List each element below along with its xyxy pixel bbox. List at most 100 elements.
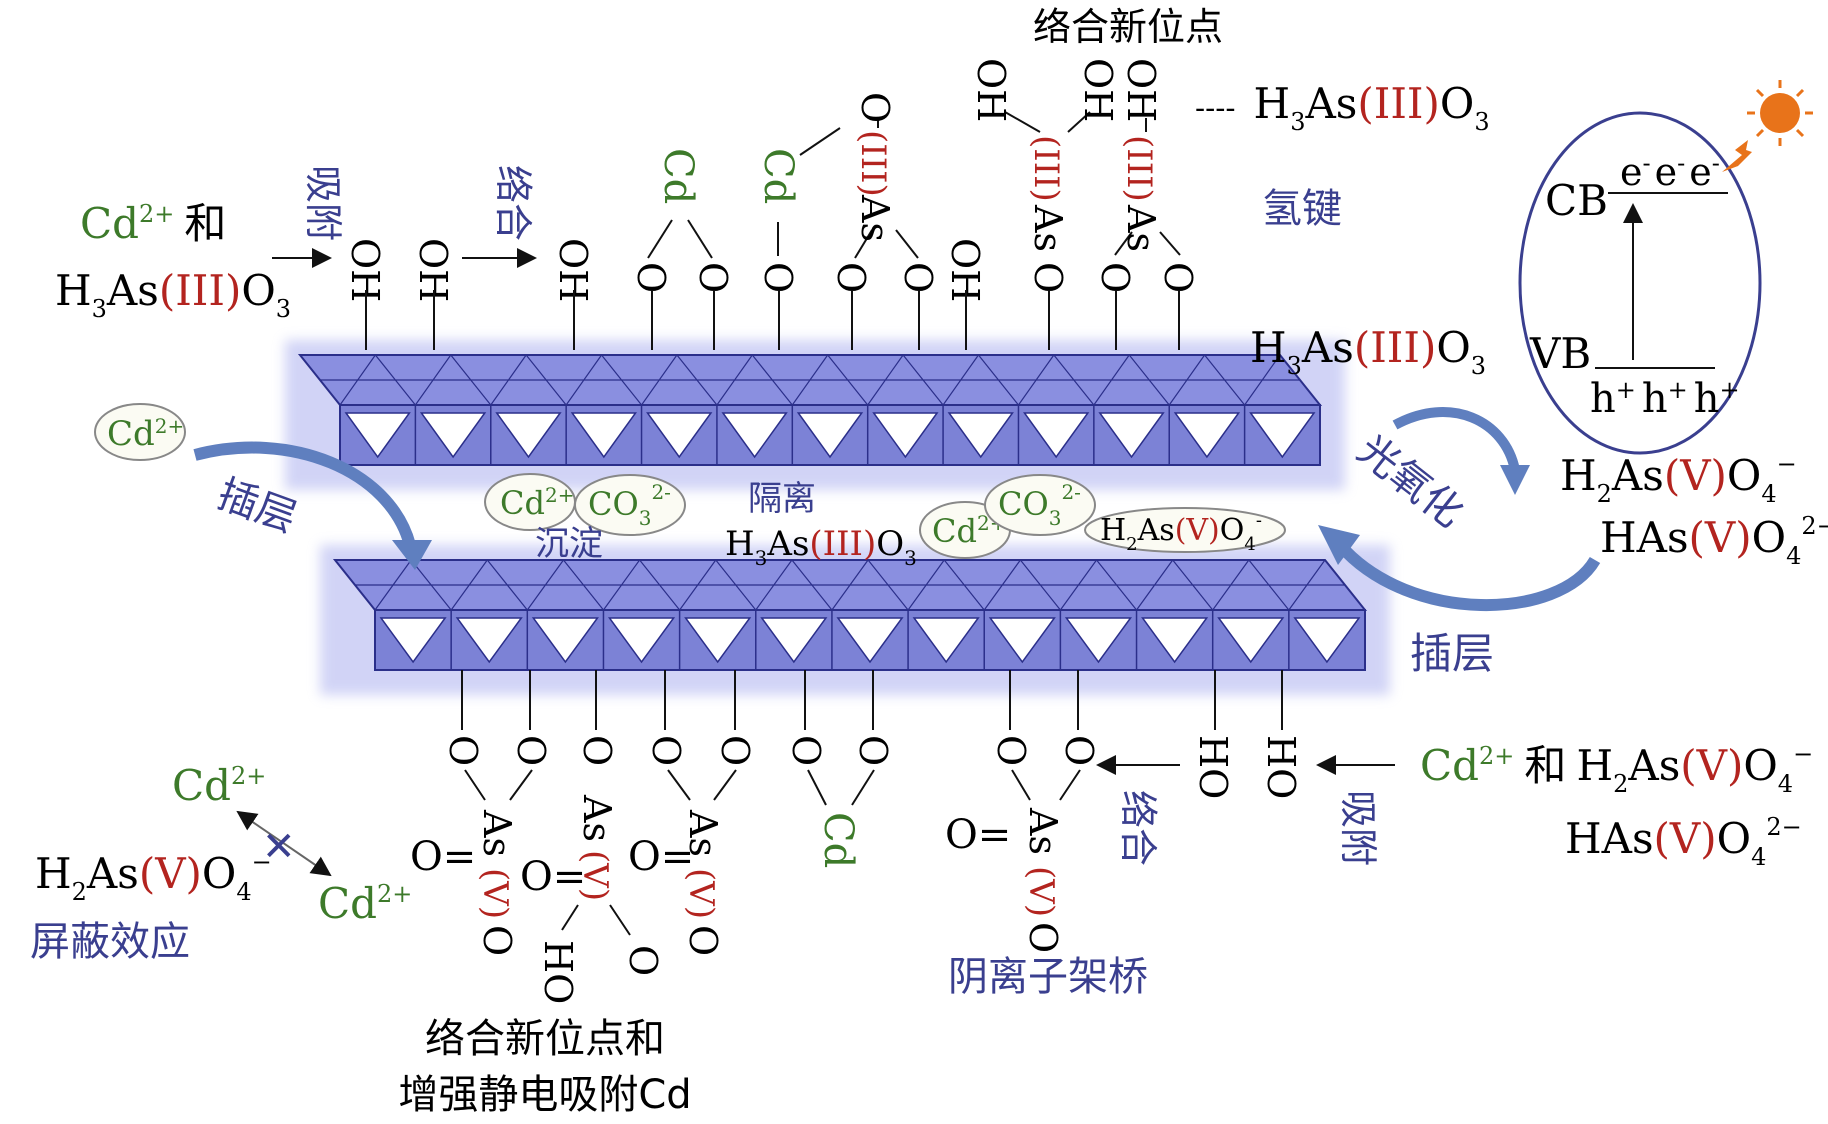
h2aso4-formula-right: H2As(V)O4− [1560, 450, 1797, 508]
octahedron-mark [344, 412, 411, 459]
shield-cd-bottom: Cd2+ [318, 879, 412, 928]
interlayer-species: Cd2+ CO32- 沉淀 隔离 H3As(III)O3 Cd2+ CO32- … [484, 473, 1286, 570]
octahedron-mark [1141, 617, 1209, 664]
octahedron-mark [570, 412, 638, 459]
octahedron-mark [1173, 412, 1241, 459]
octahedron-mark [1098, 412, 1165, 459]
octahedron-mark [1022, 412, 1090, 459]
as-v-atom: As [575, 794, 619, 842]
cd-ion-bubble [94, 403, 186, 461]
octahedron-mark [1249, 412, 1316, 459]
haso4-formula-right: HAs(V)O42− [1600, 512, 1828, 570]
cd-atom: Cd [655, 148, 701, 204]
bond-line [1067, 111, 1091, 133]
o-atom: O [621, 945, 665, 976]
curved-arrow-icon [1335, 541, 1601, 612]
bond-line [1011, 769, 1031, 801]
bond-line [851, 769, 875, 806]
octahedron-mark [721, 412, 788, 459]
bond-line [713, 769, 737, 801]
o-atom: O [1156, 262, 1200, 293]
o-atom: O [896, 262, 940, 293]
as-iii-atom: As [1026, 204, 1070, 252]
bond-line [464, 769, 486, 801]
o-atom: O [629, 262, 673, 293]
oh-group: OH [969, 58, 1013, 122]
ldh-layer-top [285, 340, 1345, 490]
o-atom: O [509, 735, 553, 766]
ldh-layer-bottom [320, 545, 1390, 695]
bond-stems-bottom [461, 670, 1283, 730]
top-right-h3aso3-formula: ----H3As(III)O3 [1195, 79, 1490, 136]
o-atom: O [1026, 262, 1070, 293]
as-oxidation-v: (V) [575, 850, 615, 901]
hydrogen-bond-label: 氢键 [1262, 186, 1342, 232]
ho-group: HO [1259, 735, 1303, 799]
holes: h+h+h+ [1590, 376, 1740, 422]
photo-oxidation-label: 光氧化 [1349, 427, 1472, 537]
left-top-h3aso3-formula: H3As(III)O3 [55, 266, 291, 323]
sun-icon [1722, 80, 1813, 172]
octahedron-mark [988, 617, 1056, 664]
as-double-o: O= [628, 834, 694, 880]
bottom-caption-line1: 络合新位点和 [425, 1016, 665, 1062]
octahedron-mark [684, 617, 752, 664]
o-atom: O [853, 92, 897, 123]
octahedron-mark [607, 617, 676, 664]
interlayer-carbonate: CO32- [588, 480, 671, 530]
band-structure: CB e-e-e- VB h+h+h+ [1518, 80, 1813, 455]
vb-label: VB [1529, 329, 1591, 378]
curved-arrow-icon [1318, 525, 1360, 565]
o-atom: O [681, 925, 725, 956]
octahedron-mark [796, 412, 864, 459]
bond-line [807, 769, 827, 806]
left-cd-ion: Cd2+ [107, 414, 184, 454]
o-atom: O [1021, 922, 1065, 953]
as-double-o: O= [410, 834, 476, 880]
bond-line [1159, 231, 1181, 256]
bond-stems-top [365, 290, 1180, 350]
octahedron-mark [760, 617, 828, 664]
bottom-surface-groups: O O O= As (V) O O As (V) O= HO O O O O= … [410, 670, 1303, 1004]
o-atom: O [829, 262, 873, 293]
o-atom: O [691, 262, 735, 293]
bond-line [1004, 111, 1041, 133]
o-atom: O [851, 735, 895, 766]
bond-line [895, 229, 919, 259]
as-oxidation-v: (V) [475, 868, 515, 919]
octahedron-mark [495, 412, 562, 459]
arsenate-bubble [1084, 507, 1286, 553]
bond-line [1059, 769, 1081, 801]
left-top-cd-label: Cd2+和 [80, 199, 226, 248]
as-iii-atom: As [1119, 204, 1163, 252]
interlayer-cd-ion-2: Cd2+ [932, 511, 1006, 550]
o-atom: O [1057, 735, 1101, 766]
bond-line [647, 219, 673, 259]
bond-line [799, 127, 841, 156]
octahedron-mark [912, 617, 980, 664]
octahedron-mark [455, 617, 523, 664]
octahedron-mark [531, 617, 599, 664]
top-title: 络合新位点 [1033, 5, 1223, 49]
octahedron-mark [1217, 617, 1285, 664]
o-atom: O [989, 735, 1033, 766]
bond-line [561, 904, 579, 931]
as-oxidation-v: (V) [681, 868, 721, 919]
left-complex-label: 络合 [491, 165, 535, 241]
interlayer-h3aso3: H3As(III)O3 [725, 524, 917, 570]
shield-cd-top: Cd2+ [172, 761, 266, 810]
octahedron-mark [419, 412, 487, 459]
interlayer-cd-ion: Cd2+ [500, 483, 574, 522]
octahedron-mark [872, 412, 939, 459]
octahedron-mark [646, 412, 713, 459]
curved-arrow-icon [1392, 407, 1520, 472]
ho-group: HO [536, 940, 580, 1004]
as-double-o: O= [945, 812, 1011, 858]
mid-right-h3aso3-formula: H3As(III)O3 [1250, 323, 1486, 380]
carbonate-bubble [984, 474, 1096, 536]
o-atom: O [475, 925, 519, 956]
precipitation-label: 沉淀 [535, 524, 603, 564]
oh-group: OH [1076, 58, 1120, 122]
blocked-cross-icon: ✕ [262, 824, 296, 870]
